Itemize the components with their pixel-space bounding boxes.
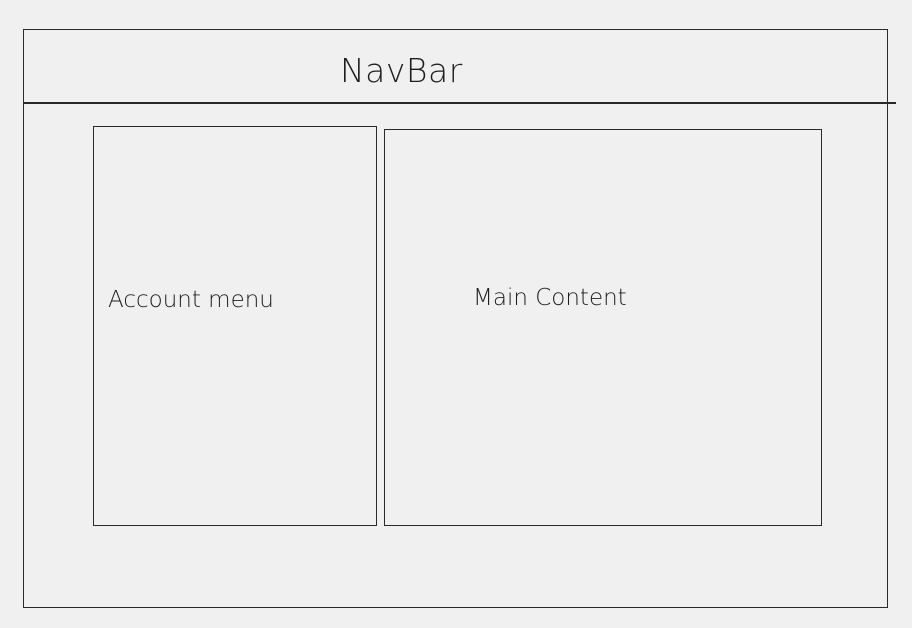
navbar-label: NavBar bbox=[340, 51, 463, 90]
navbar-divider bbox=[23, 102, 896, 104]
main-content-panel: Main Content bbox=[384, 129, 822, 526]
account-menu-label: Account menu bbox=[108, 287, 274, 313]
account-menu-panel: Account menu bbox=[93, 126, 377, 526]
page-frame bbox=[23, 29, 888, 608]
main-content-label: Main Content bbox=[473, 285, 627, 311]
